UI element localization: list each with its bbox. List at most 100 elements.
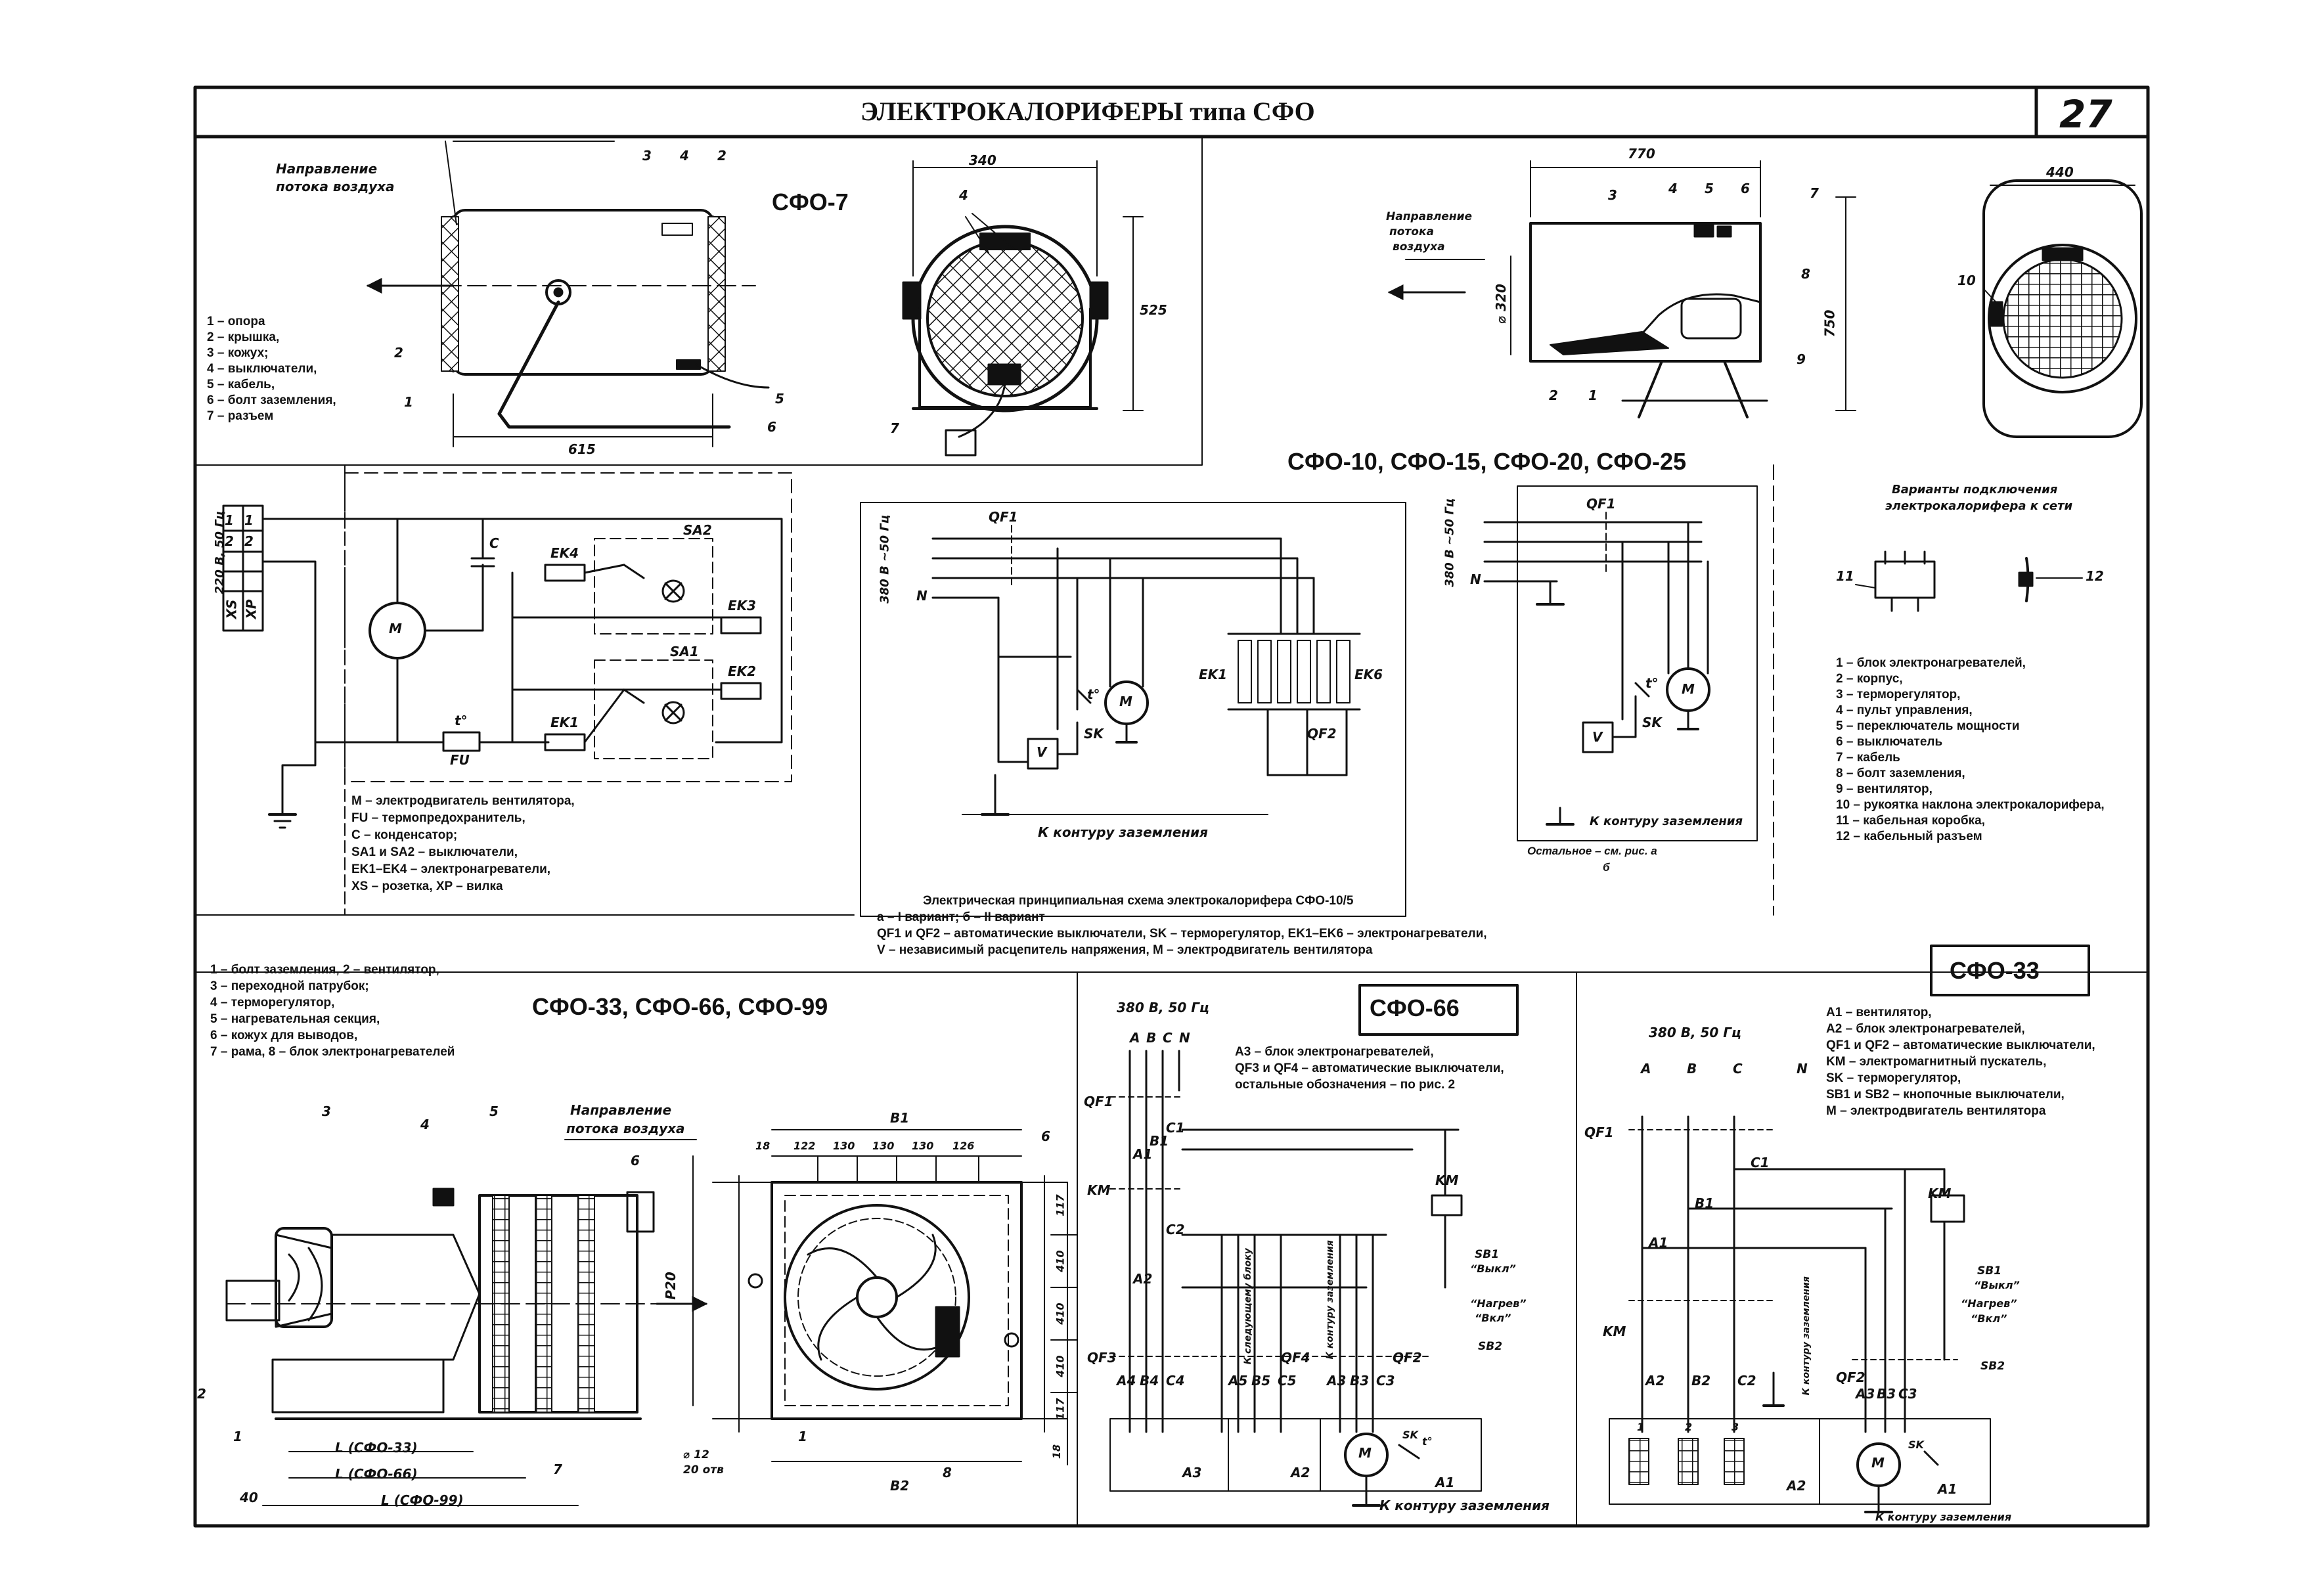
sfo66-c3: C3: [1376, 1373, 1395, 1389]
sfo10-legend-8: 9 – вентилятор,: [1836, 782, 1933, 796]
sfo66-km: KM: [1087, 1182, 1111, 1198]
sfo66-c2: C2: [1166, 1222, 1185, 1237]
sfo66-k-contour: К контуру заземления: [1379, 1498, 1550, 1513]
sfo33-99-legend-1: 3 – переходной патрубок;: [210, 979, 369, 993]
sfo10-legend-5: 6 – выключатель: [1836, 735, 1943, 749]
sfo33-dim-hole: ⌀ 12: [683, 1448, 709, 1461]
sfo66-schematic: [1109, 984, 1519, 1507]
sfo7-sch-ek4: EK4: [550, 545, 579, 561]
sfo10b-t: t°: [1645, 675, 1659, 691]
sfo66-b3: B3: [1350, 1373, 1370, 1389]
sfo33-sb1-note2: “Нагрев”: [1961, 1297, 2017, 1310]
sfo7-sch-pin1a: 1: [225, 512, 234, 528]
sfo10a-motor: M: [1119, 694, 1132, 709]
sfo33-a2: A2: [1645, 1373, 1665, 1389]
sfo10-part-8: 8: [1801, 266, 1810, 282]
sfo7-sch-motor: M: [389, 621, 402, 636]
sfo33-dim-right-2: 410: [1054, 1303, 1067, 1325]
sfo33-dim-top-5: 126: [952, 1140, 975, 1152]
sfo33-c1: C1: [1751, 1155, 1770, 1170]
sfo7-sch-xp: XP: [243, 599, 259, 619]
sfo66-qf3: QF3: [1087, 1350, 1117, 1366]
sfo7-airflow-line1: Направление: [276, 161, 378, 177]
sfo10-airflow-line2: потока: [1389, 225, 1434, 238]
sfo66-c1: C1: [1166, 1120, 1185, 1136]
sfo7-sch-fu: FU: [450, 752, 470, 768]
sfo33-dim-right-5: 18: [1050, 1444, 1063, 1459]
sfo66-phase-a: A: [1130, 1030, 1140, 1046]
sfo33-a1: A1: [1649, 1235, 1668, 1251]
sfo10-legend-2: 3 – терморегулятор,: [1836, 688, 1961, 701]
sfo7-part-2: 2: [717, 148, 726, 164]
sfo10-legend-6: 7 – кабель: [1836, 751, 1900, 765]
sfo33-dim-l99: L (СФО-99): [381, 1492, 464, 1508]
sfo66-note-1: QF3 и QF4 – автоматические выключатели,: [1235, 1061, 1504, 1075]
sfo10-legend-3: 4 – пульт управления,: [1836, 703, 1973, 717]
sfo66-motor: M: [1358, 1445, 1372, 1461]
sfo10a-qf1: QF1: [989, 509, 1018, 525]
sfo7-part-4: 4: [680, 148, 689, 164]
sfo33-part-4: 4: [420, 1117, 430, 1132]
sfo33-dim-right-0: 117: [1054, 1194, 1067, 1216]
sfo33-sb1-note1: “Выкл”: [1974, 1279, 2020, 1291]
sfo7-sch-cap: C: [489, 535, 499, 551]
sfo33-sb1: SB1: [1977, 1264, 2002, 1278]
sfo10b-sk: SK: [1642, 715, 1662, 730]
sfo10-legend-7: 8 – болт заземления,: [1836, 767, 1965, 780]
sfo7-part-6: 6: [767, 419, 776, 435]
sfo66-note-2: остальные обозначения – по рис. 2: [1235, 1078, 1456, 1092]
sfo7-legend-5: 6 – болт заземления,: [207, 393, 336, 407]
sfo10a-t: t°: [1087, 686, 1100, 702]
sfo10-airflow-line1: Направление: [1386, 210, 1473, 223]
sfo10-model-label: СФО-10, СФО-15, СФО-20, СФО-25: [1287, 448, 1687, 475]
sfo33-dim-top-2: 130: [833, 1140, 855, 1152]
sfo66-b1: B1: [1150, 1133, 1169, 1149]
sfo33-dim-top-3: 130: [872, 1140, 895, 1152]
sfo33-dim-top-4: 130: [912, 1140, 934, 1152]
sfo7-part-4b: 4: [959, 187, 968, 203]
sfo33-b2: B2: [1691, 1373, 1711, 1389]
sfo7-dim-width: 340: [969, 152, 996, 168]
sfo7-legend-1: 2 – крышка,: [207, 330, 280, 344]
sfo33-dim-b2: B2: [890, 1478, 910, 1494]
sfo10a-ek1: EK1: [1199, 667, 1228, 682]
page-number: 27: [2059, 92, 2112, 137]
sfo66-km-coil: KM: [1435, 1172, 1459, 1188]
sfo33-note-6: M – электродвигатель вентилятора: [1826, 1104, 2046, 1118]
sfo33-phase-n: N: [1797, 1061, 1808, 1077]
sfo33-dim-top-1: 122: [793, 1140, 816, 1152]
sfo66-block-a3: A3: [1182, 1465, 1202, 1481]
sfo7-sch-legend-5: XS – розетка, XP – вилка: [351, 880, 503, 893]
sfo10-part-5: 5: [1705, 181, 1714, 196]
sfo33-part-6b: 6: [1041, 1128, 1050, 1144]
sfo10b-neutral: N: [1470, 571, 1481, 587]
sfo33-dim-hole-count: 20 отв: [683, 1463, 724, 1477]
sfo7-sch-legend-3: SA1 и SA2 – выключатели,: [351, 845, 518, 859]
sfo33-99-legend-2: 4 – терморегулятор,: [210, 996, 335, 1010]
sfo7-sch-ek3: EK3: [728, 598, 757, 613]
sfo66-sb1-note2: “Нагрев”: [1470, 1297, 1527, 1310]
sfo33-ground: К контуру заземления: [1875, 1511, 2012, 1523]
sfo33-phase-b: B: [1687, 1061, 1697, 1077]
sfo33-dim-l33: L (СФО-33): [335, 1440, 418, 1456]
sfo33-a3: A3: [1856, 1386, 1875, 1402]
sfo10-front-view: [1982, 179, 2143, 438]
sfo33-note-0: A1 – вентилятор,: [1826, 1006, 1932, 1019]
sfo33-front-view: [712, 1129, 1078, 1465]
sfo10-schematic-b: [1483, 485, 1758, 841]
sfo66-qf4: QF4: [1281, 1350, 1310, 1366]
sfo7-part-3: 3: [642, 148, 652, 164]
sfo7-sch-pin1b: 1: [244, 512, 254, 528]
sfo10b-note-line2: б: [1603, 861, 1610, 874]
sfo33-part-3: 3: [322, 1103, 331, 1119]
sfo7-airflow-line2: потока воздуха: [276, 179, 395, 194]
sfo33-model-label: СФО-33: [1950, 957, 2040, 984]
sfo7-legend-3: 4 – выключатели,: [207, 362, 317, 376]
sfo7-sch-legend-4: EK1–EK4 – электронагреватели,: [351, 862, 551, 876]
sfo10a-v: V: [1037, 744, 1047, 760]
sfo33-km: KM: [1603, 1324, 1626, 1339]
sfo33-part-2: 2: [197, 1386, 206, 1402]
sfo33-qf2: QF2: [1836, 1369, 1866, 1385]
sfo10a-neutral: N: [916, 588, 927, 604]
sfo66-c4: C4: [1166, 1373, 1185, 1389]
